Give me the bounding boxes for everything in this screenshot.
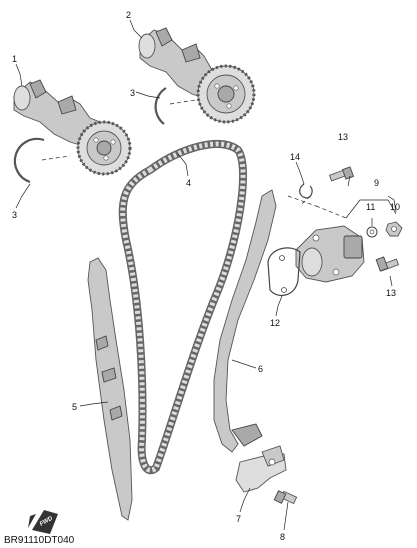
callout-1: 1 (12, 54, 17, 64)
callout-3-upper: 3 (130, 88, 135, 98)
circlip-upper (154, 87, 197, 125)
guide-stopper (235, 445, 287, 493)
washer-gasket (299, 183, 313, 207)
chain-guide-left (87, 257, 133, 521)
cam-chain-tensioner (295, 225, 365, 283)
callout-11: 11 (366, 202, 375, 212)
bolt-tensioner-lower (375, 256, 400, 272)
bolt-tensioner-upper (328, 166, 355, 182)
chain-tensioner-guide (213, 189, 277, 453)
bolt-guide (273, 490, 298, 505)
callout-6: 6 (258, 364, 263, 374)
callout-7: 7 (236, 514, 241, 524)
callout-3-lower: 3 (12, 210, 17, 220)
callout-5: 5 (72, 402, 77, 412)
cap-bolt (385, 221, 403, 237)
washer-cap (366, 226, 378, 238)
callout-13-lower: 13 (386, 288, 396, 298)
tensioner-gasket (267, 247, 301, 297)
callout-13-upper: 13 (338, 132, 348, 142)
fwd-arrow-icon: FWD (28, 510, 58, 534)
callout-10: 10 (390, 202, 400, 212)
catalog-code: BR91110DT040 (4, 535, 75, 546)
callout-4: 4 (186, 178, 191, 188)
timing-chain (118, 140, 248, 475)
callout-8: 8 (280, 532, 285, 542)
circlip-lower (13, 137, 71, 184)
camshaft-exhaust (13, 79, 132, 176)
camshaft-intake (138, 27, 256, 124)
callout-2: 2 (126, 10, 131, 20)
callout-9: 9 (374, 178, 379, 188)
callout-14: 14 (290, 152, 300, 162)
callout-12: 12 (270, 318, 280, 328)
